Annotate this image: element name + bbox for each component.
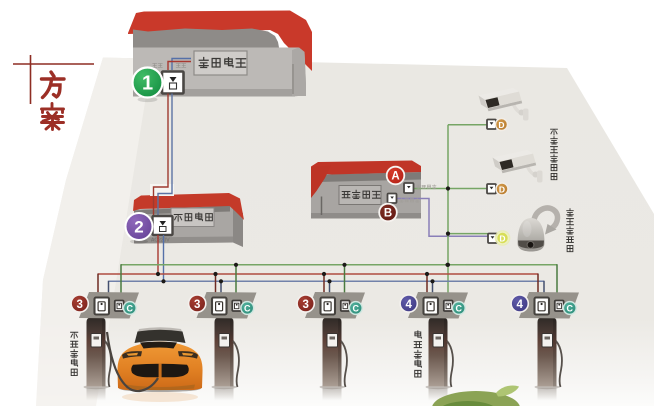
svg-text:3: 3 [302,299,308,311]
svg-text:4: 4 [516,299,523,311]
svg-text:A: A [391,171,399,183]
svg-text:D: D [499,233,505,243]
svg-text:3: 3 [194,299,200,311]
svg-text:B: B [384,208,392,220]
svg-text:4: 4 [405,299,412,311]
svg-text:AC220V: AC220V [151,238,170,244]
svg-text:C: C [244,304,251,314]
svg-text:3: 3 [76,299,82,311]
svg-text:2: 2 [134,218,143,237]
svg-text:C: C [127,304,134,314]
svg-text:D: D [499,184,505,194]
svg-text:C: C [567,304,574,314]
svg-text:D: D [498,120,504,130]
svg-text:C: C [456,304,463,314]
svg-text:C: C [353,304,360,314]
svg-text:1: 1 [142,73,153,95]
